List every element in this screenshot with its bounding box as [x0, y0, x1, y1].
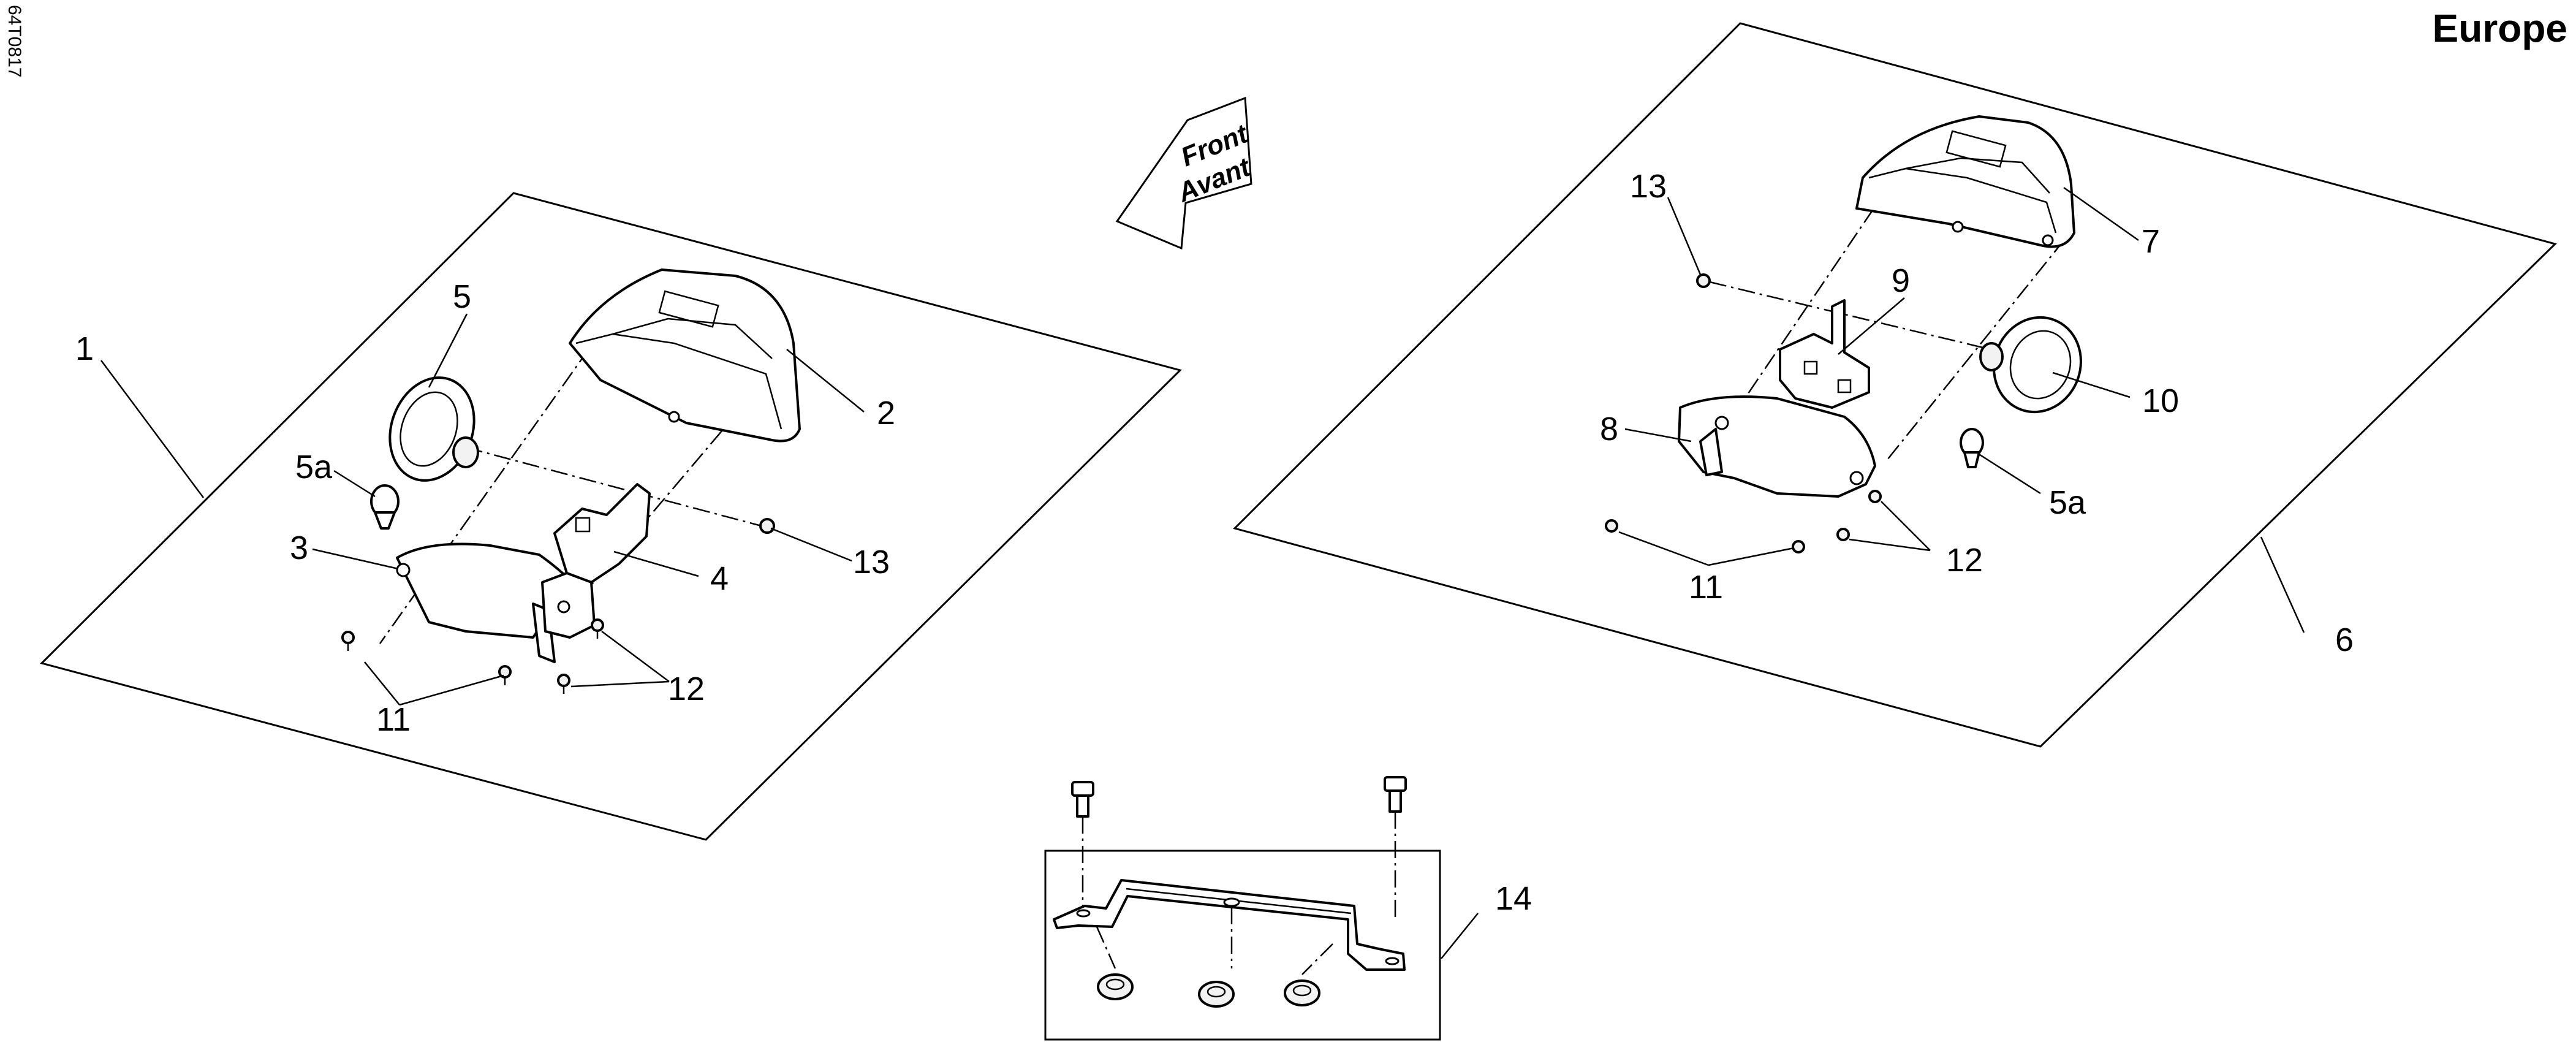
right-assembly: 6 7 8 9 10 5a 11 12 13 [1233, 22, 2557, 748]
right-bracket [1779, 299, 1870, 409]
left-assembly: 1 2 3 4 5 5a 11 12 13 [40, 192, 1182, 841]
right-lens [1979, 316, 2082, 414]
rubber-grommets [1097, 973, 1320, 1008]
right-callout-5a: 5a [2049, 484, 2086, 521]
left-callout-5a: 5a [295, 449, 333, 485]
left-callout-4: 4 [710, 560, 729, 597]
left-callout-5: 5 [453, 278, 471, 315]
left-lens [388, 376, 479, 482]
left-bulb [370, 484, 400, 530]
right-housing [1855, 115, 2075, 248]
drawing-code: 64T0817 [4, 5, 25, 77]
right-kit-plate [1233, 22, 2557, 748]
left-kit-plate [40, 192, 1182, 841]
left-callout-2: 2 [877, 395, 895, 432]
front-direction-arrow: Front Avant [1115, 96, 1256, 250]
right-callout-8: 8 [1600, 411, 1618, 447]
right-bulb [1960, 428, 1984, 468]
right-callout-6: 6 [2335, 622, 2354, 658]
rail-kit-frame [1044, 850, 1441, 1041]
right-callout-7: 7 [2142, 223, 2160, 260]
left-callout-3: 3 [290, 530, 308, 566]
rail-bolts [1071, 776, 1407, 818]
left-callout-1: 1 [75, 330, 94, 367]
right-callout-12: 12 [1946, 542, 1983, 579]
mounting-rail-kit: 14 [1044, 776, 1532, 1041]
right-screws [1605, 273, 1882, 553]
right-reflector-plate [1678, 395, 1876, 498]
right-callout-10: 10 [2142, 382, 2179, 419]
left-callout-11: 11 [376, 701, 411, 738]
right-callout-11: 11 [1689, 569, 1723, 606]
left-bracket [541, 483, 651, 639]
right-callout-13: 13 [1630, 168, 1667, 205]
left-callout-13: 13 [853, 544, 890, 580]
left-callout-12: 12 [668, 671, 705, 707]
region-title: Europe [2433, 6, 2567, 50]
bottom-callout-14: 14 [1495, 880, 1532, 917]
mounting-rail [1053, 879, 1406, 971]
right-callout-9: 9 [1892, 262, 1910, 299]
left-screws [341, 518, 775, 694]
left-housing [569, 268, 801, 443]
